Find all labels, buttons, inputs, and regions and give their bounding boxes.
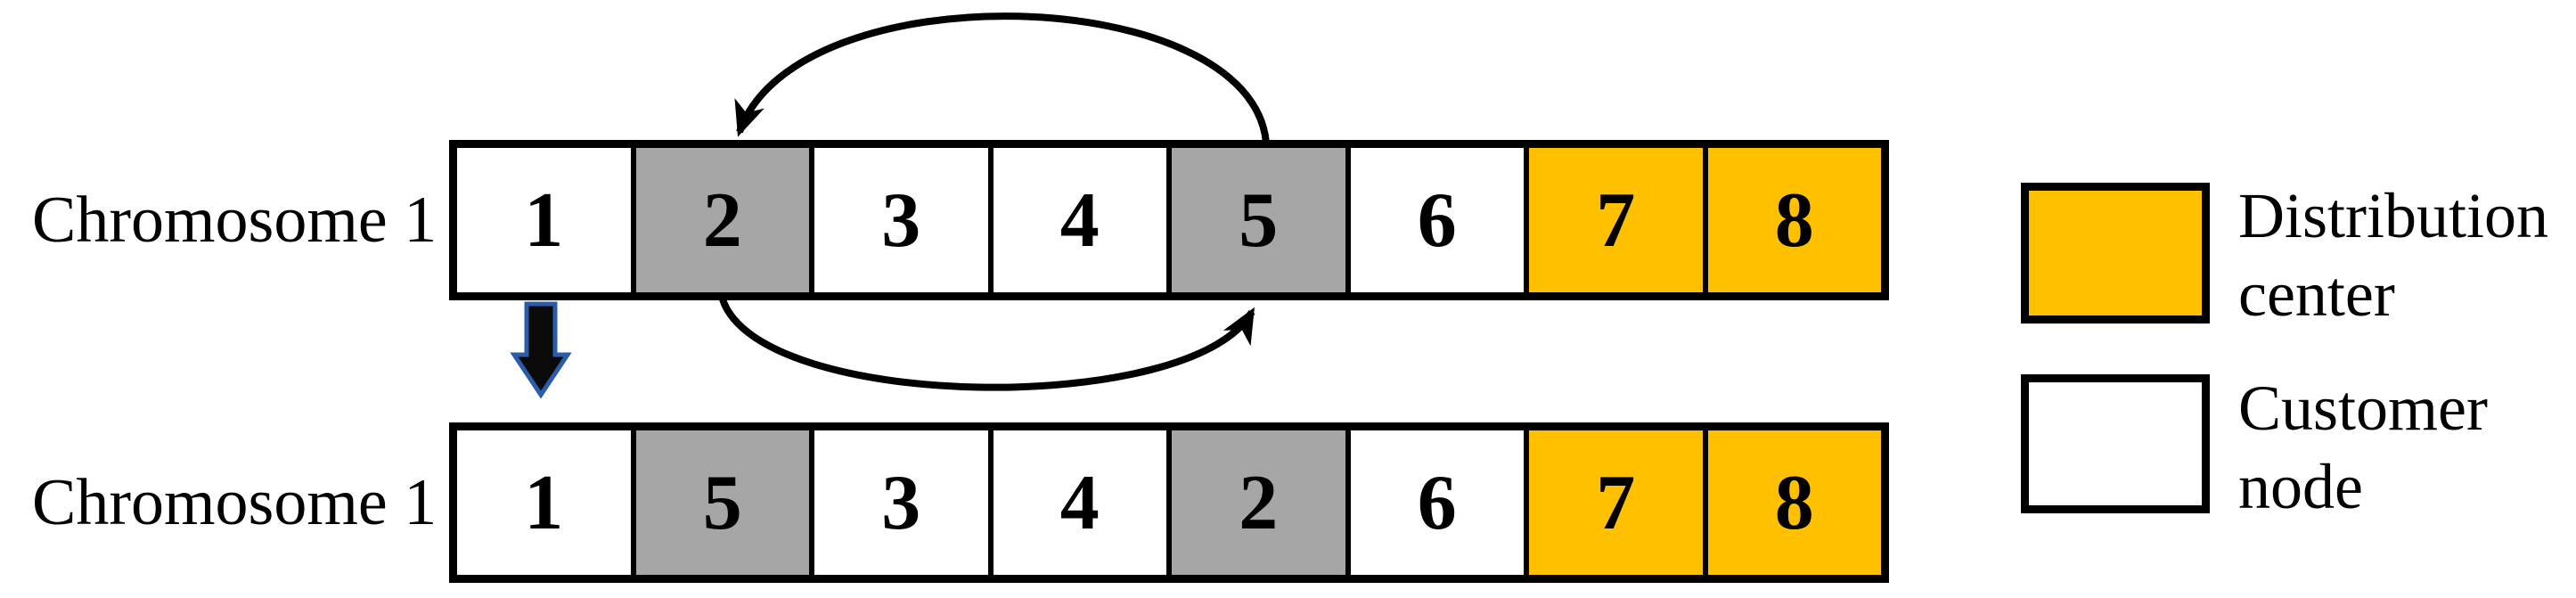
gene-cell-swap: 2	[1166, 430, 1345, 575]
legend-label-line: Distribution	[2238, 180, 2549, 251]
chromosome-label-1: Chromosome 1	[32, 183, 438, 257]
legend-swatch-customer-node	[2021, 374, 2210, 513]
gene-cell-distribution: 8	[1702, 148, 1881, 292]
legend-label-distribution-center: Distribution center	[2238, 176, 2548, 333]
gene-cell-swap: 2	[630, 148, 809, 292]
gene-cell: 1	[457, 148, 631, 292]
swap-arc-bottom-arrow	[719, 298, 1255, 391]
legend-label-line: center	[2238, 258, 2395, 330]
gene-cell-swap: 5	[630, 430, 809, 575]
gene-cell: 1	[457, 430, 631, 575]
chromosome-row-before: 1 2 3 4 5 6 7 8	[449, 140, 1889, 300]
chromosome-label-2: Chromosome 1	[32, 465, 438, 539]
gene-cell: 4	[987, 148, 1166, 292]
swap-arc-top-arrow	[734, 12, 1270, 143]
legend-swatch-distribution-center	[2021, 183, 2210, 324]
chromosome-row-after: 1 5 3 4 2 6 7 8	[449, 422, 1889, 583]
mutation-down-arrow	[510, 301, 572, 399]
gene-cell-distribution: 8	[1702, 430, 1881, 575]
gene-cell: 3	[809, 148, 988, 292]
gene-cell: 4	[987, 430, 1166, 575]
gene-cell-distribution: 7	[1524, 148, 1703, 292]
legend-label-customer-node: Customer node	[2238, 369, 2488, 526]
gene-cell: 6	[1345, 430, 1524, 575]
gene-cell: 3	[809, 430, 988, 575]
legend-label-line: Customer	[2238, 373, 2488, 444]
gene-cell: 6	[1345, 148, 1524, 292]
gene-cell-distribution: 7	[1524, 430, 1703, 575]
gene-cell-swap: 5	[1166, 148, 1345, 292]
legend-label-line: node	[2238, 451, 2363, 522]
